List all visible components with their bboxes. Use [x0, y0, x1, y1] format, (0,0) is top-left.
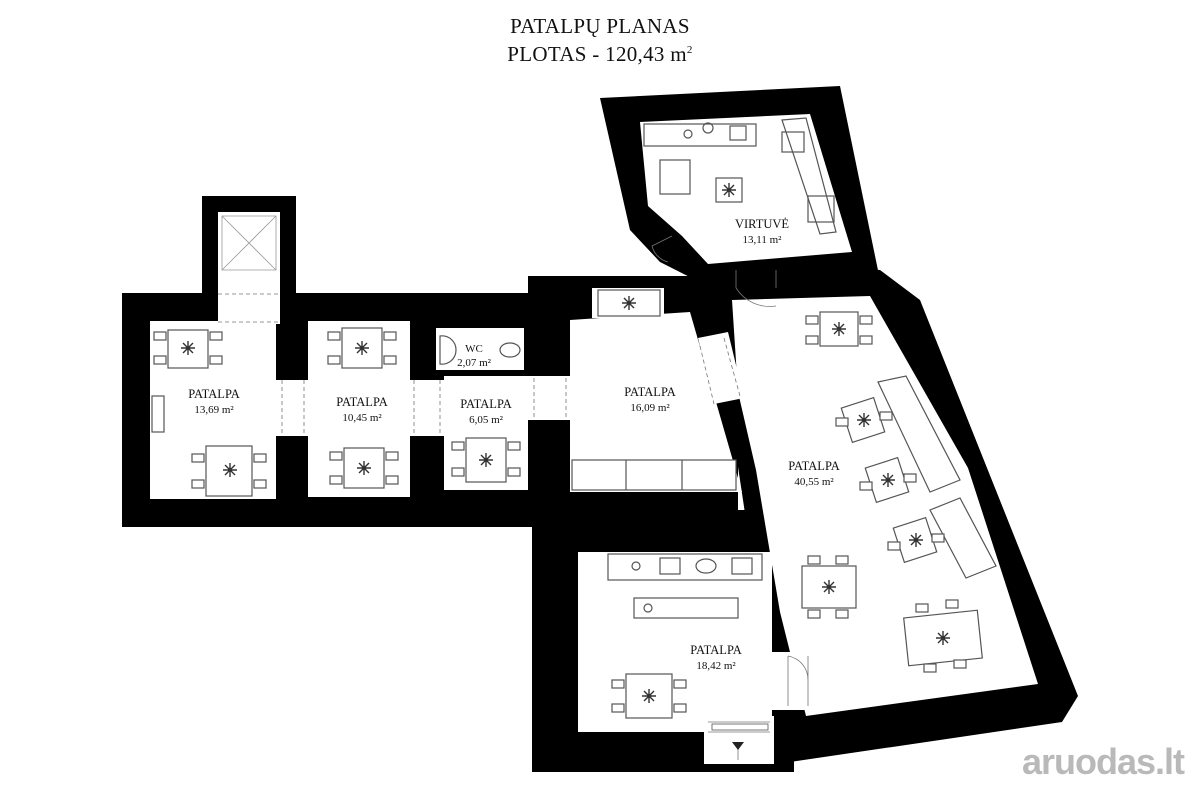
floor-passage-c — [528, 376, 572, 420]
room-area: 18,42 m² — [696, 660, 736, 672]
room-label-1609: PATALPA 16,09 m² — [624, 385, 676, 414]
room-area: 13,69 m² — [194, 404, 234, 416]
room-name: PATALPA — [460, 397, 512, 411]
door-right — [787, 655, 809, 706]
room-label-wc: WC 2,07 m² — [457, 343, 492, 369]
door-a — [281, 380, 305, 436]
room-area: 6,05 m² — [469, 414, 504, 426]
bench-1609 — [571, 459, 737, 491]
room-label-1045: PATALPA 10,45 m² — [336, 395, 388, 424]
room-area: 40,55 m² — [794, 476, 834, 488]
plan-title-line2: PLOTAS - 120,43 m2 — [0, 38, 1200, 66]
plan-area-sup: 2 — [686, 44, 693, 56]
sofa-4055-top — [877, 375, 961, 493]
room-label-1369: PATALPA 13,69 m² — [188, 387, 240, 416]
table-set-1369-top — [153, 329, 223, 369]
table-set-1842 — [611, 673, 687, 719]
sofa-4055-bottom — [929, 497, 997, 579]
floor-room-1609 — [570, 312, 742, 492]
room-label-4055: PATALPA 40,55 m² — [788, 459, 840, 488]
entry-arrow — [711, 723, 769, 750]
plan-title: PATALPŲ PLANAS PLOTAS - 120,43 m2 — [0, 14, 1200, 66]
plan-title-line1: PATALPŲ PLANAS — [510, 14, 690, 38]
floor-passage-d — [698, 332, 744, 404]
table-set-4055-b — [835, 396, 893, 444]
kitchen-fixtures — [643, 117, 837, 235]
stair-box-x — [221, 215, 277, 271]
room-name: PATALPA — [788, 459, 840, 473]
room-name: VIRTUVĖ — [735, 217, 789, 231]
door-d — [699, 337, 741, 405]
door-b — [413, 380, 441, 436]
radiator-1369 — [151, 395, 165, 433]
floor-passage-a — [276, 380, 308, 436]
door-stair — [218, 293, 280, 323]
room-name: PATALPA — [690, 643, 742, 657]
door-kitchen-2 — [735, 270, 777, 307]
room-area: 13,11 m² — [743, 234, 783, 246]
table-set-1369-bottom — [191, 445, 267, 497]
floor-room-1842 — [578, 552, 772, 732]
floor-stair-passage — [218, 274, 280, 324]
floor-door-right — [772, 652, 812, 710]
bar-counter-1842 — [633, 597, 739, 619]
table-set-1045-bottom — [329, 447, 399, 489]
table-set-4055-a — [805, 311, 873, 347]
furniture — [151, 117, 997, 719]
room-labels: PATALPA 13,69 m² PATALPA 10,45 m² WC 2,0… — [188, 217, 840, 672]
room-name: PATALPA — [336, 395, 388, 409]
table-set-1045-top — [327, 327, 397, 369]
table-set-4055-e — [801, 555, 857, 619]
room-area: 2,07 m² — [457, 357, 492, 369]
aruodas-watermark: aruodas.lt — [1022, 741, 1185, 782]
table-set-4055-c — [859, 456, 917, 504]
room-name: PATALPA — [188, 387, 240, 401]
table-set-605 — [451, 437, 521, 483]
watermark-tld: .lt — [1155, 741, 1185, 782]
room-label-1842: PATALPA 18,42 m² — [690, 643, 742, 672]
doors — [218, 215, 809, 760]
floor-entry — [704, 716, 774, 764]
floor-passage-b — [410, 380, 444, 436]
cabinet-1609 — [597, 289, 661, 317]
room-area: 16,09 m² — [630, 402, 670, 414]
wc-fixtures — [439, 335, 521, 365]
table-set-4055-d — [887, 516, 945, 564]
door-kitchen-1 — [651, 235, 673, 263]
table-set-4055-f — [903, 599, 983, 673]
room-label-virtuve: VIRTUVĖ 13,11 m² — [735, 217, 789, 246]
plan-area-text: PLOTAS - 120,43 m — [507, 42, 687, 66]
room-name: WC — [465, 343, 483, 355]
room-area: 10,45 m² — [342, 412, 382, 424]
watermark-brand: aruodas — [1022, 741, 1156, 782]
room-name: PATALPA — [624, 385, 676, 399]
kitchen-counter-1842 — [607, 553, 763, 581]
room-label-605: PATALPA 6,05 m² — [460, 397, 512, 426]
